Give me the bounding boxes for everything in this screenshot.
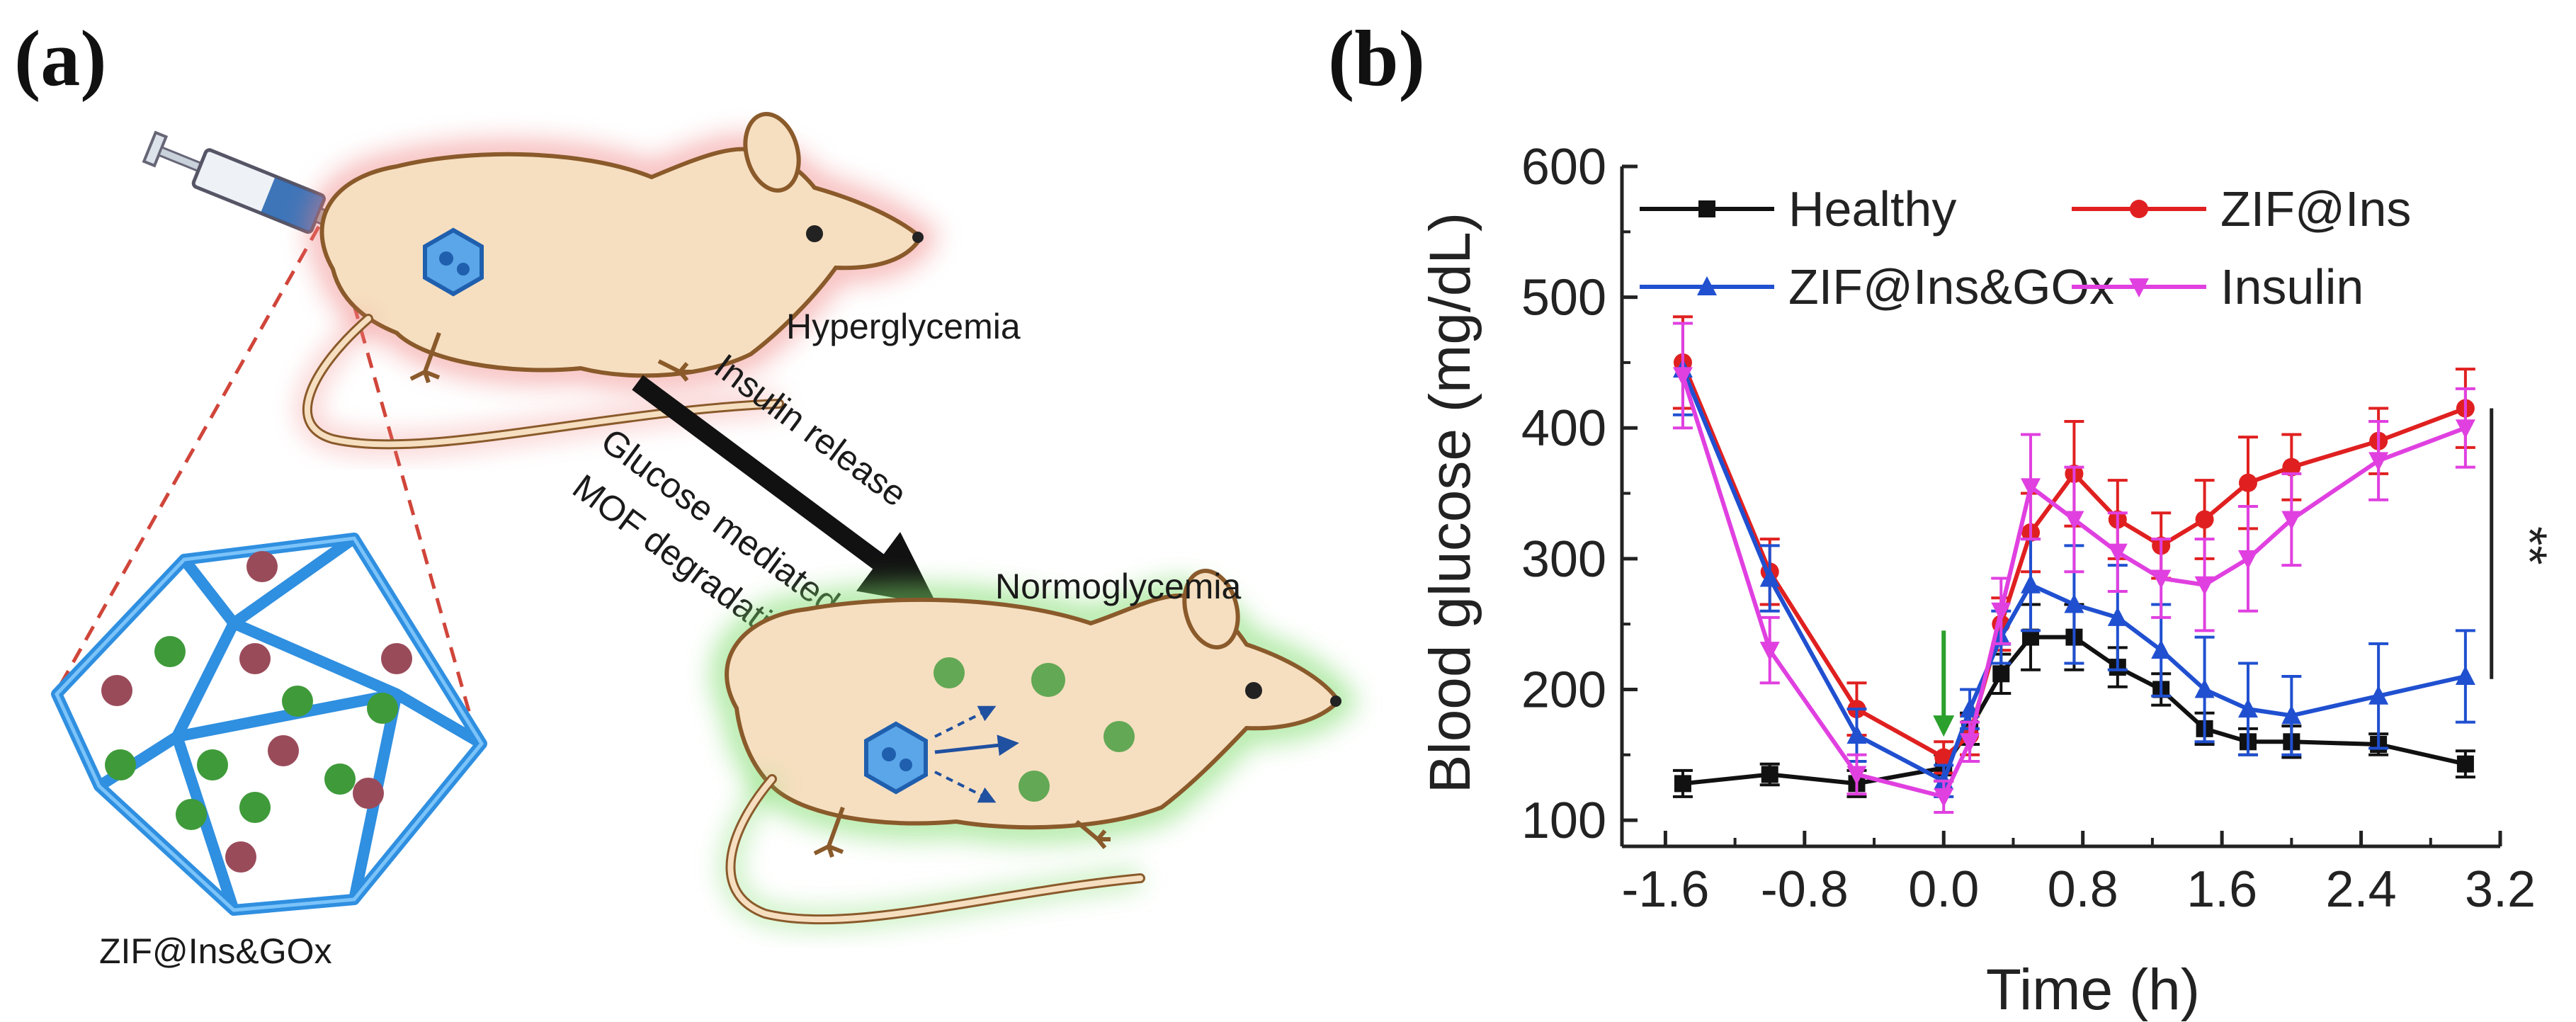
data-point-insulin — [2194, 576, 2215, 596]
x-tick-label: -1.6 — [1621, 861, 1709, 918]
panel-a-schematic: (a) — [14, 15, 1359, 971]
data-point-healthy — [2456, 755, 2474, 773]
data-point-zif-ins — [1934, 748, 1953, 767]
legend-label-zif-ins: ZIF@Ins — [2220, 181, 2411, 237]
data-point-insulin — [2455, 419, 2475, 439]
data-point-insulin — [2107, 543, 2128, 563]
data-point-healthy — [1761, 766, 1778, 783]
y-tick-label: 200 — [1521, 662, 1606, 718]
zoom-line-left — [53, 225, 321, 695]
y-tick-label: 100 — [1521, 793, 1606, 849]
legend-label-zif-ins-gox: ZIF@Ins&GOx — [1788, 259, 2114, 314]
y-tick-label: 300 — [1521, 531, 1606, 588]
legend-marker-insulin — [2129, 278, 2149, 297]
legend-label-healthy: Healthy — [1788, 181, 1956, 237]
x-tick-label: 3.2 — [2465, 861, 2536, 918]
data-point-insulin — [1759, 642, 1780, 662]
data-point-insulin — [2237, 550, 2258, 569]
y-tick-label: 500 — [1521, 270, 1606, 327]
data-point-insulin — [1991, 602, 2012, 622]
data-point-insulin — [1672, 367, 1693, 387]
data-point-healthy — [1992, 665, 2010, 683]
legend-marker-zif-ins-gox — [1697, 276, 1717, 295]
normoglycemia-label: Normoglycemia — [995, 567, 1242, 606]
data-point-zif-ins — [2195, 510, 2214, 529]
x-tick-label: 0.0 — [1908, 861, 1979, 918]
mof-particle-icon-injected — [423, 227, 484, 297]
data-point-zif-ins — [2238, 473, 2257, 492]
legend-label-insulin: Insulin — [2220, 259, 2364, 314]
x-tick-label: 1.6 — [2186, 861, 2257, 918]
data-point-zif-ins — [2282, 458, 2301, 477]
y-tick-label: 600 — [1521, 139, 1606, 195]
data-point-insulin — [2064, 511, 2084, 530]
data-point-insulin — [1934, 788, 1954, 807]
legend-marker-zif-ins — [2130, 200, 2148, 218]
data-point-zif-ins-gox — [2194, 679, 2215, 698]
mof-particle-icon-degrading — [864, 721, 928, 795]
data-point-insulin — [2151, 569, 2172, 589]
data-point-zif-ins-gox — [2064, 594, 2084, 613]
y-axis-title: Blood glucose (mg/dL) — [1418, 212, 1482, 793]
data-point-zif-ins-gox — [2151, 640, 2172, 659]
protein-icon — [934, 657, 1135, 802]
arrow-icon — [632, 375, 938, 606]
data-point-insulin — [2021, 478, 2041, 498]
panel-b-chart: (b) Time (h) Blood glucose (mg/dL) 100 20… — [1328, 15, 2558, 1022]
x-tick-label: 0.8 — [2048, 861, 2118, 918]
data-point-zif-ins-gox — [2281, 705, 2302, 725]
data-point-insulin — [2368, 452, 2389, 472]
data-point-zif-ins-gox — [2021, 574, 2041, 594]
protein-icon — [101, 551, 412, 873]
mof-cage-icon — [51, 533, 487, 916]
mouse-icon-hyperglycemia — [297, 112, 939, 454]
y-tick-label: 400 — [1521, 400, 1606, 457]
arrow-label-insulin-release: Insulin release — [707, 346, 914, 514]
mouse-icon-normoglycemia — [711, 569, 1359, 929]
data-point-zif-ins-gox — [2368, 685, 2389, 705]
hyperglycemia-label: Hyperglycemia — [786, 307, 1021, 346]
panel-b-label: (b) — [1328, 15, 1425, 103]
data-point-zif-ins-gox — [2455, 666, 2475, 685]
data-point-insulin — [1846, 766, 1867, 785]
data-point-zif-ins-gox — [2237, 698, 2258, 718]
data-point-healthy — [1674, 775, 1691, 793]
data-point-insulin — [1960, 733, 1980, 753]
significance-label: ** — [2502, 526, 2558, 564]
particle-label: ZIF@Ins&GOx — [99, 931, 332, 971]
x-axis-title: Time (h) — [1986, 958, 2200, 1022]
panel-a-label: (a) — [14, 15, 107, 103]
data-point-insulin — [2281, 511, 2302, 530]
plot-area: 100 200 300 400 500 600 -1.6 -0.8 0.0 0.8 1.6 2.4 3.… — [1521, 139, 2558, 918]
data-point-zif-ins-gox — [1759, 567, 1780, 587]
x-tick-label: -0.8 — [1761, 861, 1849, 918]
x-tick-label: 2.4 — [2326, 861, 2397, 918]
legend-marker-healthy — [1698, 200, 1715, 217]
data-point-zif-ins-gox — [2107, 606, 2128, 626]
data-point-zif-ins-gox — [1846, 725, 1867, 744]
